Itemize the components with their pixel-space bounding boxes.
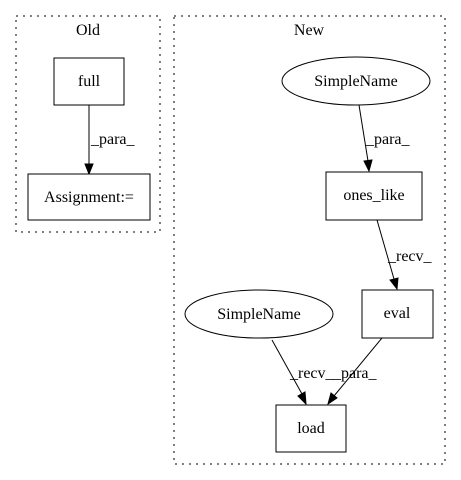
cluster-old: Old [15, 15, 161, 233]
node-assignment-label: Assignment:= [44, 189, 134, 206]
edge-eval-to-load: _para_ [327, 337, 383, 406]
node-load-label: load [297, 420, 325, 437]
edge-label: _recv_ [289, 365, 335, 382]
arrowhead-icon [363, 159, 373, 173]
node-simplename-bottom-label: SimpleName [217, 306, 301, 323]
node-simplename-top: SimpleName [281, 56, 431, 106]
arrowhead-icon [327, 392, 338, 406]
node-simplename-top-shape [281, 56, 431, 106]
edge-label: _recv_ [387, 248, 433, 265]
node-assignment-box [27, 173, 151, 221]
edge-ones-like-to-eval: _recv_ [376, 219, 433, 291]
node-ones-like-label: ones_like [343, 187, 404, 204]
arrowhead-icon [84, 163, 94, 176]
edge-line [333, 337, 383, 397]
cluster-old-border [15, 15, 161, 233]
edge-label: _para_ [365, 131, 411, 148]
edge-line [271, 339, 303, 395]
node-simplename-bottom: SimpleName [184, 289, 334, 339]
node-load: load [275, 404, 347, 453]
edge-label: _para_ [90, 131, 136, 148]
node-ones-like: ones_like [325, 171, 423, 221]
node-ones-like-box [325, 171, 423, 221]
node-full-box [53, 57, 125, 106]
cluster-new: New [173, 15, 446, 465]
arrowhead-icon [297, 391, 307, 406]
edge-full-to-assignment: _para_ [84, 105, 136, 176]
node-full-label: full [78, 73, 101, 90]
node-eval: eval [361, 289, 434, 339]
node-simplename-top-label: SimpleName [314, 73, 398, 90]
node-eval-label: eval [384, 305, 411, 322]
cluster-new-border [173, 15, 446, 465]
node-assignment: Assignment:= [27, 173, 151, 221]
node-eval-box [361, 289, 434, 339]
arrowhead-icon [389, 277, 399, 291]
node-load-box [275, 404, 347, 453]
edge-simplename-to-load: _recv_ [271, 339, 335, 406]
edge-line [358, 104, 369, 162]
edge-line [376, 219, 395, 280]
edge-label: _para_ [332, 365, 378, 382]
cluster-old-label: Old [76, 22, 100, 39]
cluster-new-label: New [294, 22, 325, 39]
node-simplename-bottom-shape [184, 289, 334, 339]
edge-simplename-to-ones-like: _para_ [358, 104, 411, 173]
node-full: full [53, 57, 125, 106]
